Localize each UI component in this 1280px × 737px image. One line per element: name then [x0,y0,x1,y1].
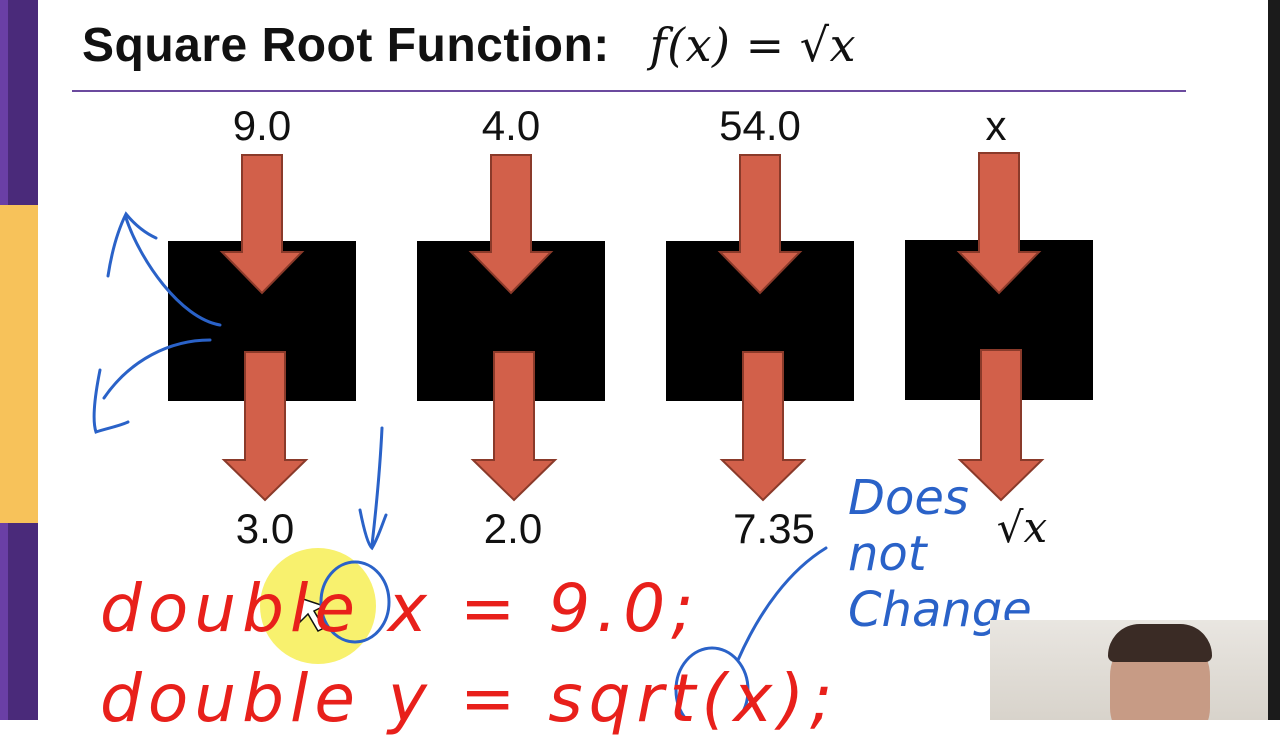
machine-2-input-arrow [468,154,554,295]
machine-4-input: x [985,102,1007,149]
slide-title: Square Root Function: f(x) = √x [82,18,856,73]
blue-ink-arrows [92,211,828,662]
webcam-overlay [990,620,1268,720]
ink-arrowhead-down [92,368,130,434]
machine-1-output-arrow [221,351,309,502]
machine-3 [666,154,854,502]
title-text: Square Root Function: [82,19,610,72]
machine-4-input-arrow [956,152,1042,295]
machine-3-input: 54.0 [719,102,801,149]
machine-2 [417,154,605,502]
machine-4-output: √x [996,503,1048,552]
ink-circle-sqrt-arg [674,646,750,720]
machine-1-input: 9.0 [232,102,292,149]
ink-arrow-down [102,338,212,400]
function-machines-diagram [92,152,1093,720]
machine-2-input: 4.0 [481,102,541,149]
ink-arrow-up [124,216,222,327]
machine-4-output-arrow [957,349,1045,502]
machine-3-output-arrow [719,351,807,502]
ink-arrow-to-sqrt-x [736,546,828,662]
machine-4 [905,152,1093,502]
left-bar-yellow-segment [0,205,38,523]
note-does-not-change: Does not Change [848,470,1032,638]
code-line-1: double x = 9.0; [100,570,700,647]
ink-circle-x [319,560,391,644]
ink-arrowhead-to-x [358,508,388,551]
machine-3-input-arrow [717,154,803,295]
right-decoration-bar [1268,0,1280,720]
machine-2-output-arrow [470,351,558,502]
machine-2-output: 2.0 [483,505,543,552]
machine-3-output: 7.35 [733,505,815,552]
title-divider [72,90,1186,92]
machine-1-output: 3.0 [235,505,295,552]
code-line-2: double y = sqrt(x); [100,660,839,737]
presenter-hair [1108,624,1212,662]
machine-1-input-arrow [219,154,305,295]
machine-1 [168,154,356,502]
title-formula: f(x) = √x [649,18,857,72]
left-decoration-bar [0,0,38,720]
ink-arrowhead-up [106,211,158,278]
ink-arrow-to-x [370,426,384,547]
